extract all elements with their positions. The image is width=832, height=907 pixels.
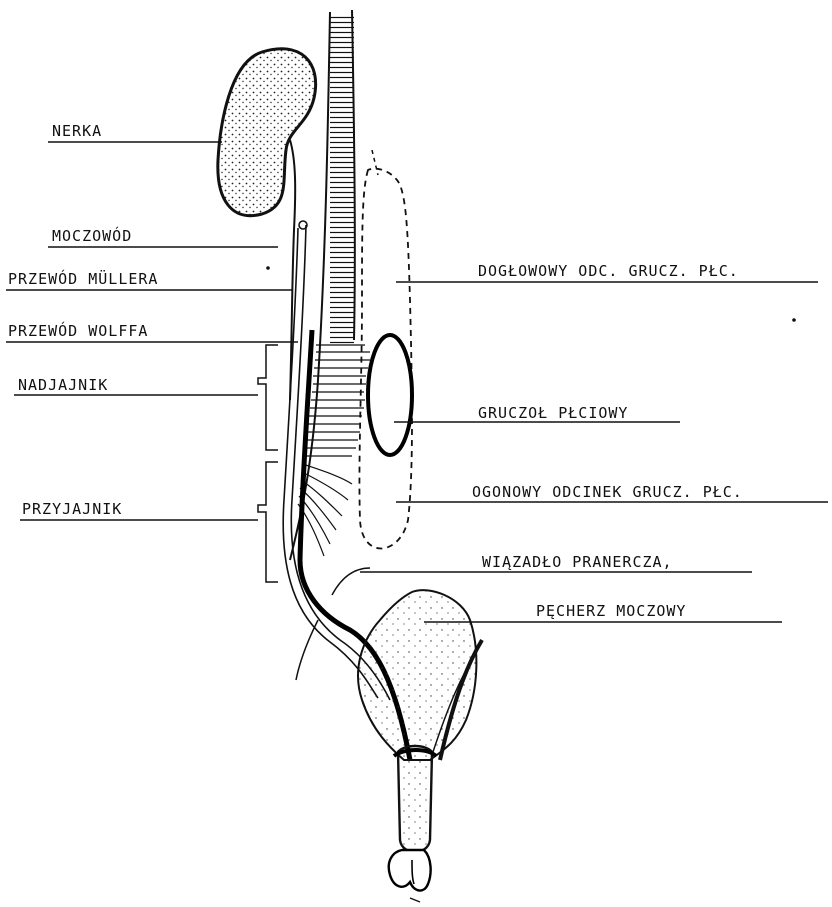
label-nadjajnik: NADJAJNIK <box>18 376 108 394</box>
gonad <box>368 335 412 455</box>
label-przewod-wolffa: PRZEWÓD WOLFFA <box>8 322 148 340</box>
bracket-przyjajnik <box>258 462 278 582</box>
label-wiazadlo: WIĄZADŁO PRANERCZA, <box>482 553 673 571</box>
tail-mark <box>410 898 420 902</box>
cranial-ligament-dashed <box>372 150 378 175</box>
label-ogonowy: OGONOWY ODCINEK GRUCZ. PŁC. <box>472 483 743 501</box>
stray-dot-2 <box>792 318 796 322</box>
label-moczowod: MOCZOWÓD <box>52 227 132 245</box>
urethra <box>398 746 432 852</box>
mesonephros-tubules-upper <box>330 14 354 344</box>
bladder <box>358 590 476 760</box>
label-doglowowy: DOGŁOWOWY ODC. GRUCZ. PŁC. <box>478 262 739 280</box>
kidney-shape <box>218 49 316 216</box>
label-gruczol: GRUCZOŁ PŁCIOWY <box>478 404 628 422</box>
label-przyjajnik: PRZYJAJNIK <box>22 500 122 518</box>
bracket-nadjajnik <box>258 345 278 450</box>
external-opening <box>389 850 431 891</box>
label-nerka: NERKA <box>52 122 102 140</box>
label-pecherz: PĘCHERZ MOCZOWY <box>536 602 686 620</box>
leader-lines <box>6 142 828 622</box>
stray-dot-1 <box>266 266 270 270</box>
label-przewod-mullera: PRZEWÓD MÜLLERA <box>8 270 158 288</box>
